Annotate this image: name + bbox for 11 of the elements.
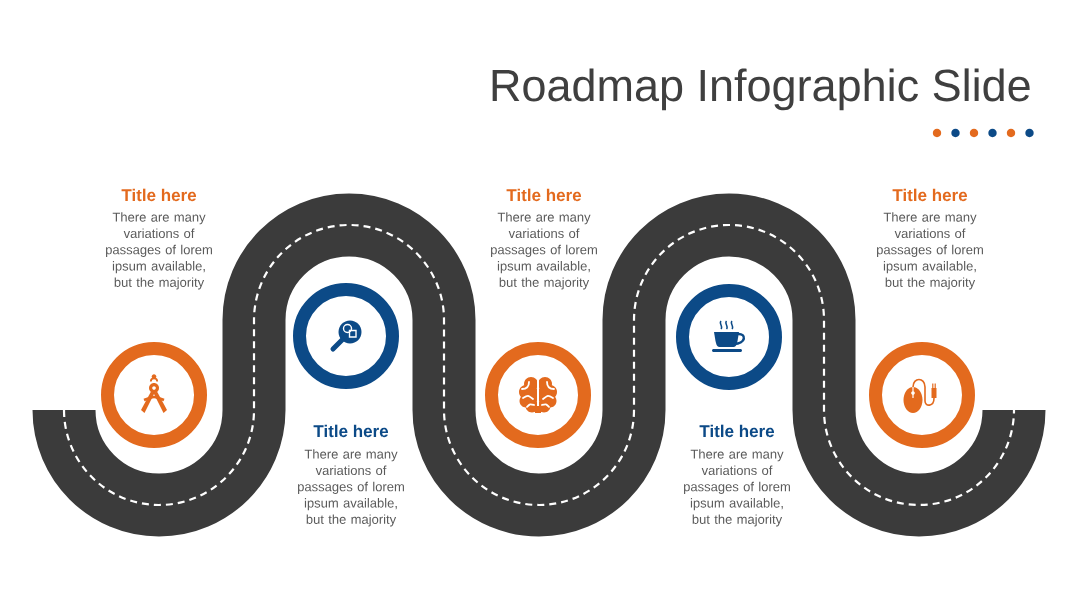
step-title: Title here — [121, 188, 197, 202]
step-description: There are many variations of passages of lorem ipsum available, but the majority — [491, 212, 597, 290]
step-title: Title here — [892, 188, 968, 202]
step-title: Title here — [313, 424, 389, 438]
step-description: There are many variations of passages of lorem ipsum available, but the majority — [298, 449, 404, 527]
step-description: There are many variations of passages of lorem ipsum available, but the majority — [877, 212, 983, 290]
step-description: There are many variations of passages of lorem ipsum available, but the majority — [684, 449, 790, 527]
step-title: Title here — [699, 424, 775, 438]
step-description: There are many variations of passages of lorem ipsum available, but the majority — [106, 212, 212, 290]
slide-title: Roadmap Infographic Slide — [492, 68, 1030, 111]
step-title: Title here — [506, 188, 582, 202]
